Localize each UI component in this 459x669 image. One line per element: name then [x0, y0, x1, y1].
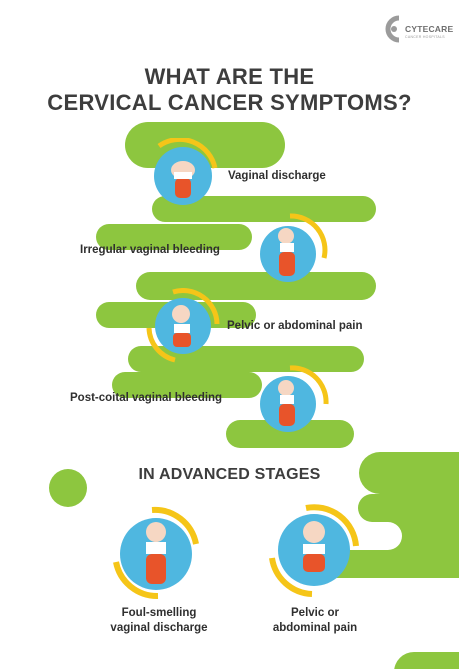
symptom-label-4: Post-coital vaginal bleeding	[70, 392, 223, 404]
advanced-item-1: Foul-smelling vaginal discharge	[86, 606, 232, 636]
brand-logo: CYTECARE CANCER HOSPITALS	[382, 14, 453, 48]
woman-pain-icon	[146, 288, 220, 363]
advanced-item-2: Pelvic or abdominal pain	[242, 606, 388, 636]
symptom-label-1: Vaginal discharge	[228, 170, 326, 182]
woman-abdominal-pain-icon	[269, 504, 359, 597]
woman-discharge-icon	[154, 138, 218, 205]
symptom-label-3: Pelvic or abdominal pain	[227, 320, 363, 332]
symptom-label-2: Irregular vaginal bleeding	[80, 244, 220, 256]
advanced-stages-heading: IN ADVANCED STAGES	[138, 466, 321, 483]
advanced-item-2-line-1: Pelvic or	[291, 607, 339, 619]
advanced-item-1-line-2: vaginal discharge	[110, 622, 208, 634]
cytecare-logo-icon	[385, 15, 400, 43]
woman-foul-discharge-icon	[113, 506, 199, 600]
brand-tagline: CANCER HOSPITALS	[405, 35, 445, 39]
advanced-item-1-line-1: Foul-smelling	[121, 607, 197, 619]
advanced-item-2-line-2: abdominal pain	[272, 622, 358, 634]
title-line-1: WHAT ARE THE	[144, 64, 315, 89]
woman-postcoital-icon	[260, 365, 329, 432]
woman-bleeding-icon	[260, 213, 328, 282]
brand-name: CYTECARE	[405, 24, 454, 34]
title-line-2: CERVICAL CANCER SYMPTOMS?	[47, 90, 412, 115]
page-title: WHAT ARE THE CERVICAL CANCER SYMPTOMS?	[0, 64, 459, 116]
